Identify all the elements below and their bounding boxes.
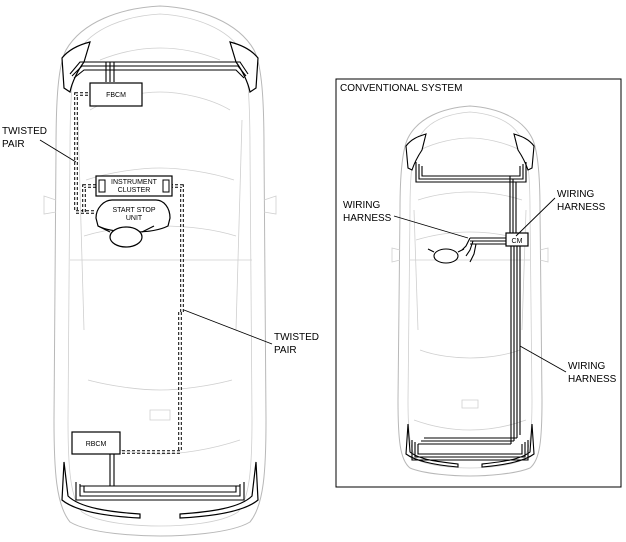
svg-text:HARNESS: HARNESS bbox=[343, 213, 392, 224]
start-stop-label-1: START STOP bbox=[112, 207, 155, 214]
right-car-lamps bbox=[405, 133, 535, 468]
right-car-harness bbox=[411, 162, 529, 461]
left-car-rear-harness bbox=[75, 452, 245, 501]
wiring-harness-label-left: WIRING HARNESS bbox=[343, 200, 469, 239]
svg-text:WIRING: WIRING bbox=[343, 200, 380, 211]
fbcm-label: FBCM bbox=[106, 92, 126, 99]
rbcm-module: RBCM bbox=[71, 431, 121, 455]
svg-text:PAIR: PAIR bbox=[2, 139, 25, 150]
left-car-front-harness bbox=[69, 61, 249, 82]
cm-label: CM bbox=[512, 238, 523, 245]
svg-text:HARNESS: HARNESS bbox=[568, 374, 617, 385]
svg-text:TWISTED: TWISTED bbox=[2, 126, 47, 137]
conventional-system-title: CONVENTIONAL SYSTEM bbox=[340, 83, 462, 94]
svg-text:PAIR: PAIR bbox=[274, 345, 297, 356]
rbcm-label: RBCM bbox=[86, 441, 107, 448]
svg-text:WIRING: WIRING bbox=[568, 361, 605, 372]
svg-text:HARNESS: HARNESS bbox=[557, 202, 606, 213]
steering-wheel-icon bbox=[109, 226, 143, 248]
right-steering-wheel-icon bbox=[427, 248, 465, 264]
svg-text:TWISTED: TWISTED bbox=[274, 332, 319, 343]
instrument-cluster-label-2: CLUSTER bbox=[118, 187, 151, 194]
instrument-cluster-module: INSTRUMENT CLUSTER bbox=[95, 175, 173, 197]
wiring-harness-label-topright: WIRING HARNESS bbox=[515, 189, 606, 237]
start-stop-unit-module: START STOP UNIT bbox=[95, 199, 171, 248]
svg-text:WIRING: WIRING bbox=[557, 189, 594, 200]
left-car-taillamps bbox=[61, 461, 259, 519]
left-car-outline bbox=[43, 5, 277, 537]
instrument-cluster-label-1: INSTRUMENT bbox=[111, 179, 158, 186]
twisted-pair-label-top: TWISTED PAIR bbox=[2, 126, 77, 163]
conventional-system-panel bbox=[335, 78, 622, 488]
fbcm-module: FBCM bbox=[89, 82, 143, 107]
twisted-pair-label-right: TWISTED PAIR bbox=[183, 309, 319, 356]
cm-module: CM bbox=[505, 232, 529, 247]
wiring-harness-label-right: WIRING HARNESS bbox=[519, 345, 617, 385]
twisted-pair-bus bbox=[74, 92, 184, 454]
start-stop-label-2: UNIT bbox=[126, 215, 143, 222]
